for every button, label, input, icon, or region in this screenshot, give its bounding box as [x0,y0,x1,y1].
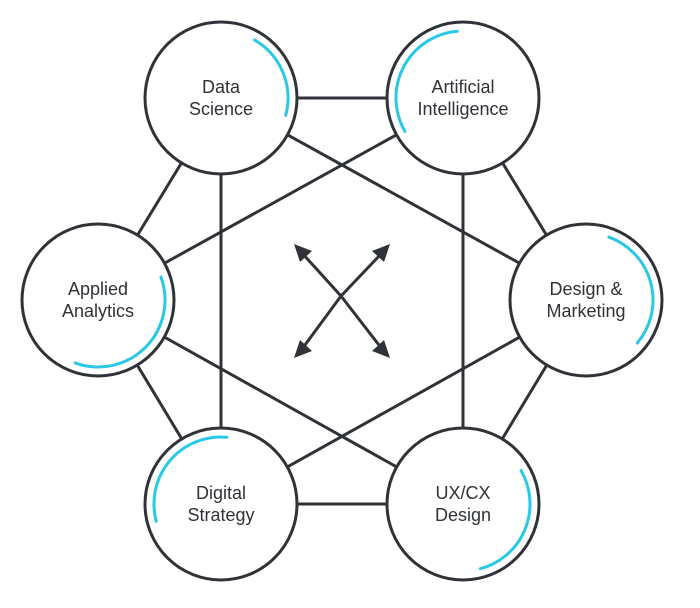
node-design-marketing: Design &Marketing [508,222,664,378]
node-circle [143,426,299,582]
node-label-line: Analytics [62,301,134,321]
node-circle [20,222,176,378]
node-circle [385,20,541,176]
node-label-line: Intelligence [417,99,508,119]
node-label-line: Digital [196,483,246,503]
node-accent-arc [478,469,532,571]
node-label-line: Strategy [187,505,254,525]
arrow-head-up-left [294,244,312,262]
arrow-head-down-right [372,340,390,358]
node-label-line: UX/CX [435,483,490,503]
node-label-line: Design & [549,279,622,299]
node-label: Design &Marketing [546,279,625,321]
node-label-line: Science [189,99,253,119]
arrow-head-up-right [372,244,390,262]
node-label-line: Applied [68,279,128,299]
node-label-line: Data [202,77,241,97]
node-circle [385,426,541,582]
node-circle [143,20,299,176]
node-accent-arc [607,235,655,345]
node-label-line: Artificial [431,77,494,97]
arrow-up-left [300,251,343,298]
node-accent-arc [152,435,229,523]
arrow-head-down-left [294,340,312,358]
node-accent-arc [73,275,167,369]
node-accent-arc [394,29,459,133]
node-circle [508,222,664,378]
arrow-down-right [339,295,384,350]
four-way-arrows-icon [294,244,390,358]
arrow-up-right [339,251,384,298]
node-label-line: Design [435,505,491,525]
arrow-down-left [300,295,343,350]
node-accent-arc [253,38,290,117]
node-label-line: Marketing [546,301,625,321]
